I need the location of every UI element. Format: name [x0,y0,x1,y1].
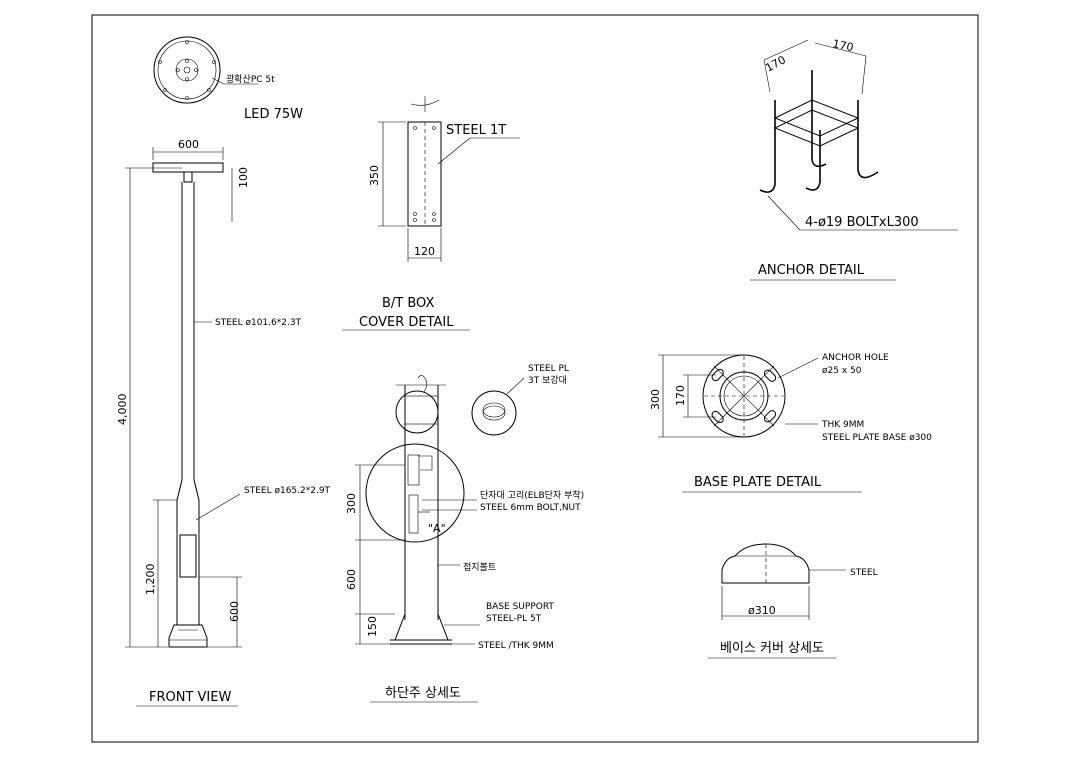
base-plate-detail: 300 170 ANCHOR HOLE ø25 x 50 THK 9MM STE… [649,353,932,493]
bt-title-line2: COVER DETAIL [359,315,454,330]
pole-base [168,624,208,648]
base-cover-material: STEEL [850,568,878,578]
hand-hole [179,534,197,578]
front-view-title: FRONT VIEW [149,690,231,705]
bt-material-label: STEEL 1T [446,123,506,138]
base-cover-shape [721,543,810,584]
anchor-bolt-label: 4-ø19 BOLTxL300 [805,215,919,230]
terminal-label-1: 단자대 고리(ELB단자 부착) [480,490,584,501]
total-height-dim: 4,000 [116,394,129,426]
anchor-dim-b: 170 [831,37,854,54]
base-height-dim: 600 [228,601,241,622]
anchor-hole-label-2: ø25 x 50 [822,366,862,376]
plate-label-2: STEEL PLATE BASE ø300 [822,433,932,443]
plate-dim-inner: 170 [674,385,687,406]
head-height-dim: 100 [237,167,250,188]
base-cover-diameter: ø310 [748,604,776,617]
anchor-dim-a: 170 [763,53,788,74]
dim-300: 300 [345,493,358,514]
base-plate-title: BASE PLATE DETAIL [694,475,822,490]
anchor-detail: 170 170 4-ø19 BOLTxL300 ANCHOR DETAIL [750,37,958,281]
lamp-top-view [153,36,258,104]
base-plate-label: STEEL /THK 9MM [478,641,554,651]
lower-detail-title: 하단주 상세도 [385,686,461,701]
lower-pole-detail: STEEL PL 3T 보강대 단자대 고리(ELB단자 부착) STEEL 6… [345,364,584,703]
bt-width-dim: 120 [414,245,435,258]
lower-pipe-label: STEEL ø165.2*2.9T [244,486,331,496]
lamp-power-label: LED 75W [244,107,303,122]
dim-150: 150 [366,616,379,637]
plate-label-1: THK 9MM [821,420,864,430]
dim-600: 600 [345,569,358,590]
reinforce-ring-detail [471,390,517,436]
terminal-detail-circle [365,443,465,543]
base-cover-detail: STEEL ø310 베이스 커버 상세도 [708,543,878,659]
terminal-label-2: STEEL 6mm BOLT,NUT [480,503,581,513]
bt-cover-plate [407,121,442,227]
support-label-2: STEEL-PL 5T [486,614,542,624]
detail-mark-a: "A" [428,522,446,535]
arm-width-dim: 600 [178,138,199,151]
plate-dim-outer: 300 [649,389,662,410]
reinforce-label-2: 3T 보강대 [528,375,567,386]
upper-pipe-label: STEEL ø101.6*2.3T [215,318,302,328]
lamp-head [152,162,224,173]
base-support [394,613,449,641]
sheet-border [91,14,979,743]
anchor-hole-label-1: ANCHOR HOLE [822,353,889,363]
reinforce-circle [395,390,439,434]
bt-box-cover-detail: STEEL 1T 350 120 B/T BOX COVER DETAIL [342,96,520,331]
anchor-title: ANCHOR DETAIL [758,263,865,278]
bt-title-line1: B/T BOX [382,296,434,311]
reinforce-label-1: STEEL PL [528,364,569,374]
lamp-material-label: 광확산PC 5t [226,73,275,85]
bt-height-dim: 350 [368,165,381,186]
lower-height-dim: 1,200 [144,564,157,596]
support-label-1: BASE SUPPORT [486,602,554,612]
base-cover-title: 베이스 커버 상세도 [720,641,824,656]
front-view: 광확산PC 5t LED 75W 600 100 STEEL ø101.6*2.… [116,36,331,707]
ground-bolt-label: 접지볼트 [463,561,496,573]
